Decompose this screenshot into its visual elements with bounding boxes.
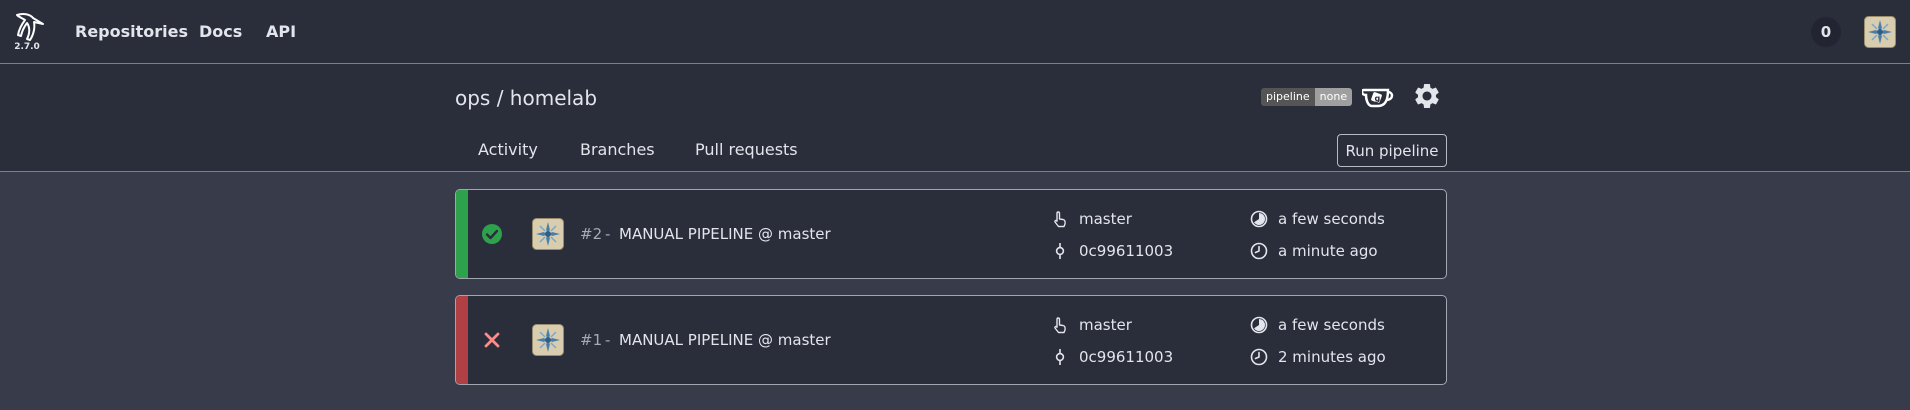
pipeline-duration: a few seconds [1278,316,1385,334]
clock-icon [1250,348,1268,366]
app-version: 2.7.0 [14,42,40,52]
tab-activity[interactable]: Activity [478,140,538,159]
branch-icon [1054,211,1066,228]
nav-repositories[interactable]: Repositories [75,22,189,41]
repo-title: ops / homelab [455,86,598,110]
woodpecker-logo-icon [16,13,44,41]
woodpecker-logo[interactable]: 2.7.0 [13,12,47,56]
pipeline-card[interactable]: #2 - MANUAL PIPELINE @ master master 0c9… [455,189,1447,279]
pipeline-commit: 0c99611003 [1079,242,1174,260]
pipeline-status-badge[interactable]: pipeline none [1261,88,1353,106]
pipeline-title: MANUAL PIPELINE @ master [619,225,831,243]
run-pipeline-button[interactable]: Run pipeline [1337,134,1447,167]
pipeline-number: #1 [580,331,603,349]
pipeline-branch: master [1079,316,1132,334]
commit-icon [1055,243,1065,259]
tab-pull-requests[interactable]: Pull requests [695,140,798,159]
duration-icon [1250,210,1268,228]
queue-count-badge[interactable]: 0 [1811,17,1841,47]
nav-api[interactable]: API [266,22,297,41]
clock-icon [1250,242,1268,260]
badge-label: pipeline [1261,88,1315,106]
commit-icon [1055,349,1065,365]
badge-value: none [1314,88,1353,106]
pipeline-card[interactable]: #1 - MANUAL PIPELINE @ master master 0c9… [455,295,1447,385]
success-check-icon [482,224,502,244]
repo-header: ops / homelab pipeline none g Activity B… [0,64,1910,172]
status-bar-success [456,190,468,278]
pipeline-separator: - [605,331,611,349]
top-navbar: 2.7.0 Repositories Docs API 0 [0,0,1910,64]
failure-x-icon [484,332,500,348]
pipeline-created: 2 minutes ago [1278,348,1386,366]
pipeline-duration: a few seconds [1278,210,1385,228]
gitea-icon[interactable]: g [1362,85,1396,109]
pipeline-title: MANUAL PIPELINE @ master [619,331,831,349]
nav-docs[interactable]: Docs [199,22,243,41]
user-avatar[interactable] [1864,16,1896,48]
tab-branches[interactable]: Branches [580,140,655,159]
pipeline-branch: master [1079,210,1132,228]
svg-text:g: g [1375,94,1381,103]
author-avatar [532,218,564,250]
pipeline-commit: 0c99611003 [1079,348,1174,366]
pipeline-created: a minute ago [1278,242,1378,260]
author-avatar [532,324,564,356]
branch-icon [1054,317,1066,334]
pipeline-separator: - [605,225,611,243]
settings-gear-icon[interactable] [1412,81,1442,111]
status-bar-failure [456,296,468,384]
pipeline-number: #2 [580,225,603,243]
duration-icon [1250,316,1268,334]
